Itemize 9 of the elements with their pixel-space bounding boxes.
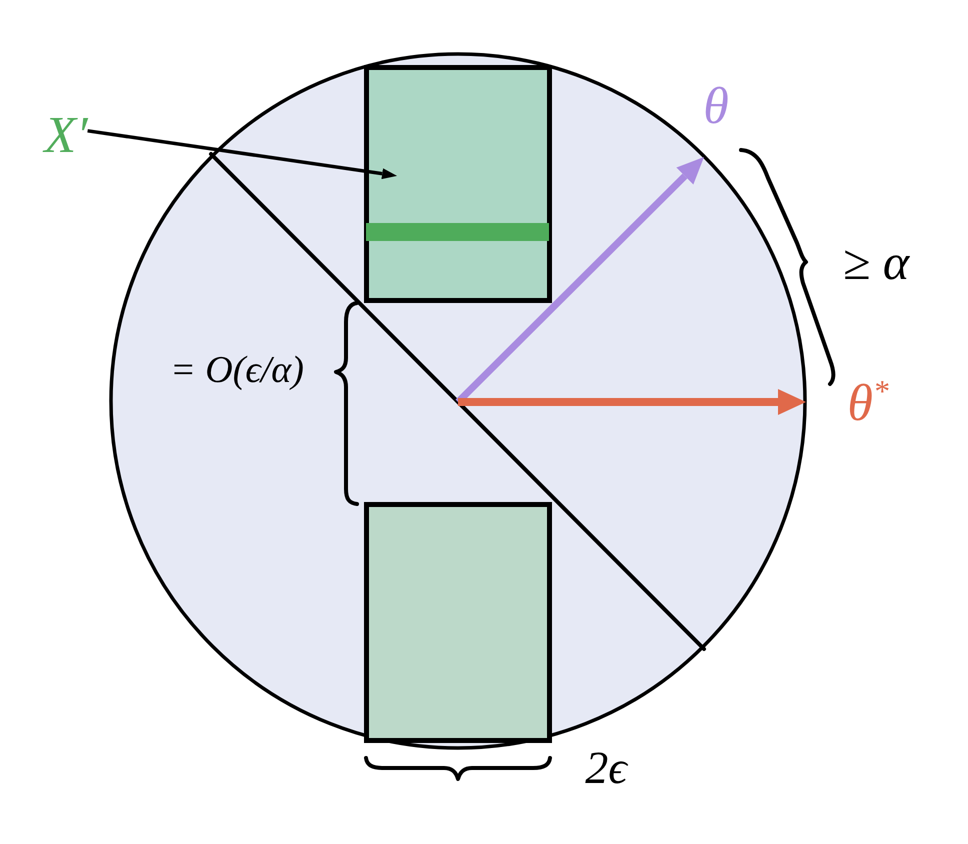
math-label: = O(ϵ/α) bbox=[170, 351, 304, 389]
shaded-rectangle bbox=[364, 502, 552, 743]
math-label: ≥ α bbox=[842, 237, 910, 287]
math-label: 2ϵ bbox=[585, 745, 627, 791]
math-label: θ bbox=[703, 81, 729, 133]
math-label: θ$^{*}$ bbox=[847, 378, 889, 430]
shaded-rectangle bbox=[364, 65, 552, 303]
math-label: X′ bbox=[44, 110, 88, 162]
leader-arrow bbox=[87, 129, 398, 180]
